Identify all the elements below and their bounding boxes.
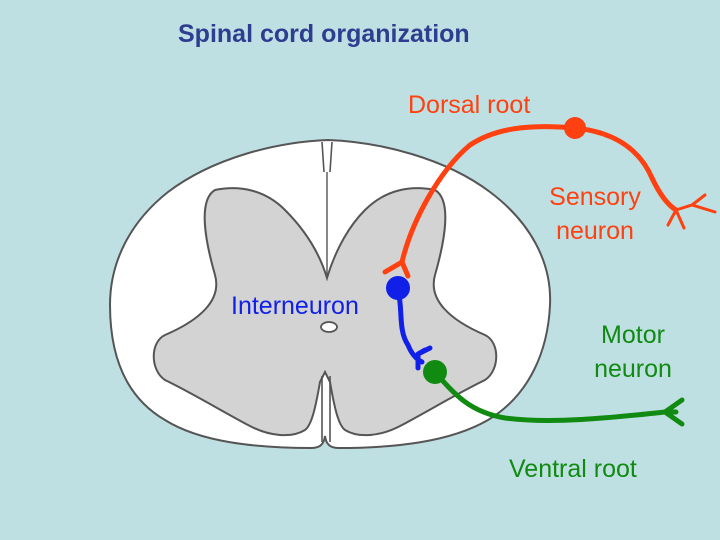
sensory-neuron xyxy=(382,117,717,279)
interneuron-cell-body xyxy=(386,276,410,300)
interneuron xyxy=(386,276,433,371)
motor-neuron-label-line1: Motor xyxy=(601,321,665,349)
sensory-neuron-label-line1: Sensory xyxy=(549,183,641,211)
dorsal-root-label: Dorsal root xyxy=(408,91,531,119)
central-canal xyxy=(320,321,338,333)
motor-neuron-label-line2: neuron xyxy=(594,355,672,383)
dorsal-median-sulcus xyxy=(321,141,333,173)
motor-cell-body xyxy=(423,360,447,384)
ventral-root-label: Ventral root xyxy=(509,455,637,483)
motor-axon xyxy=(432,369,668,423)
sensory-receptor-endings xyxy=(666,193,717,230)
motor-neuron xyxy=(423,360,685,427)
sensory-cell-body xyxy=(564,117,586,139)
diagram-title: Spinal cord organization xyxy=(178,20,470,48)
sensory-neuron-label-line2: neuron xyxy=(556,217,634,245)
sensory-neuron-label: Sensory neuron xyxy=(536,180,654,248)
ventral-median-fissure xyxy=(321,376,331,442)
interneuron-label: Interneuron xyxy=(231,292,359,320)
motor-terminal xyxy=(662,397,685,427)
sensory-terminal xyxy=(382,259,411,279)
interneuron-terminal xyxy=(415,345,433,371)
motor-neuron-label: Motor neuron xyxy=(578,318,688,386)
